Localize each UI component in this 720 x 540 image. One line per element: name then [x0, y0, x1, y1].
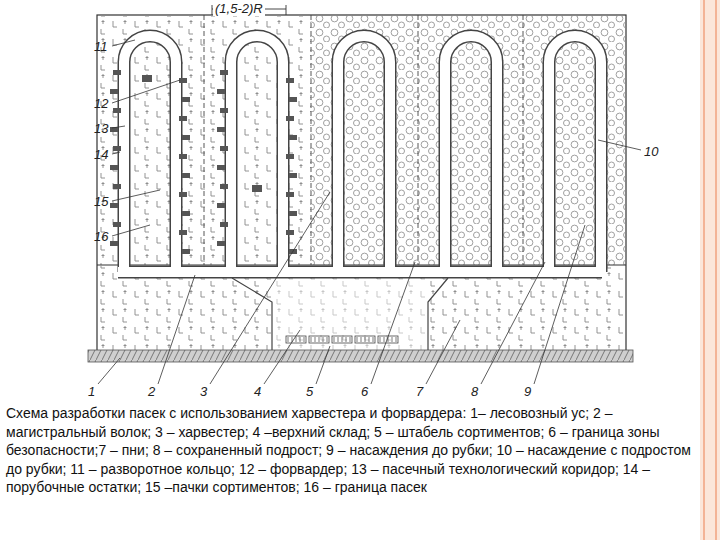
dimension-label: (1,5-2)R: [213, 2, 265, 16]
stack-log: [315, 337, 316, 342]
callout-number: 12: [94, 97, 108, 111]
assortment-bundle: [113, 70, 121, 75]
assortment-bundle: [217, 203, 225, 208]
stack-outline: [355, 336, 375, 343]
assortment-bundle: [179, 78, 187, 83]
callout-number: 9: [524, 385, 531, 399]
assortment-bundle: [217, 127, 225, 132]
stack-log: [338, 337, 339, 342]
assortment-bundle: [286, 116, 294, 121]
assortment-bundle: [110, 165, 118, 170]
assortment-bundle: [182, 173, 190, 178]
stack-log: [384, 337, 385, 342]
stack-log: [396, 337, 397, 342]
assortment-bundle: [289, 173, 297, 178]
assortment-bundle: [286, 154, 294, 159]
callout-number: 11: [94, 40, 108, 54]
stack-log: [311, 337, 312, 342]
assortment-bundle: [182, 97, 190, 102]
stack-log: [373, 337, 374, 342]
stack-log: [288, 337, 289, 342]
stack-log: [350, 337, 351, 342]
assortment-bundle: [217, 241, 225, 246]
forwarder: [142, 75, 152, 82]
assortment-bundle: [110, 241, 118, 246]
assortment-bundle: [179, 116, 187, 121]
assortment-bundle: [179, 230, 187, 235]
stack-log: [327, 337, 328, 342]
stack-log: [346, 337, 347, 342]
stack-log: [361, 337, 362, 342]
skid-trail: [445, 36, 497, 272]
callout-number: 4: [254, 385, 261, 399]
assortment-bundle: [110, 89, 118, 94]
callout-number: 10: [644, 145, 658, 159]
assortment-bundle: [113, 222, 121, 227]
harvester: [252, 185, 262, 192]
stack-log: [369, 337, 370, 342]
assortment-bundle: [289, 97, 297, 102]
stack-log: [304, 337, 305, 342]
callout-number: 16: [94, 230, 108, 244]
assortment-bundle: [220, 70, 228, 75]
callout-number: 6: [361, 385, 368, 399]
stack-outline: [309, 336, 329, 343]
skid-trail: [231, 36, 283, 272]
assortment-bundle: [113, 108, 121, 113]
callout-number: 7: [416, 385, 423, 399]
stack-log: [357, 337, 358, 342]
callout-number: 1: [88, 385, 95, 399]
callout-number: 13: [94, 122, 108, 136]
skid-trail-outline: [124, 36, 176, 272]
assortment-bundle: [110, 203, 118, 208]
callout-number: 14: [94, 148, 108, 162]
skid-trail-outline: [445, 36, 497, 272]
assortment-bundle: [289, 211, 297, 216]
stack-log: [319, 337, 320, 342]
skid-trail-outline: [549, 36, 601, 272]
stack-log: [342, 337, 343, 342]
callout-number: 8: [471, 385, 478, 399]
caption: Схема разработки пасек с использованием …: [2, 401, 700, 500]
callout-number: 3: [200, 385, 207, 399]
stack-log: [365, 337, 366, 342]
stack-log: [300, 337, 301, 342]
stack-log: [380, 337, 381, 342]
skid-trail-outline: [118, 266, 602, 279]
assortment-bundle: [182, 135, 190, 140]
callout-number: 15: [94, 195, 108, 209]
callout-number: 2: [148, 385, 155, 399]
assortment-bundle: [179, 192, 187, 197]
skid-trail: [118, 267, 602, 277]
skid-trail-outline: [338, 36, 390, 272]
stack-log: [392, 337, 393, 342]
skid-trail-outline: [231, 36, 283, 272]
stack-outline: [332, 336, 352, 343]
skid-trail: [549, 36, 601, 272]
assortment-bundle: [289, 135, 297, 140]
assortment-bundle: [220, 146, 228, 151]
assortment-bundle: [286, 78, 294, 83]
skid-trail: [124, 36, 176, 272]
assortment-bundle: [113, 146, 121, 151]
stack-log: [334, 337, 335, 342]
skid-trail: [338, 36, 390, 272]
assortment-bundle: [182, 211, 190, 216]
assortment-bundle: [217, 89, 225, 94]
assortment-bundle: [179, 154, 187, 159]
callout-number: 5: [306, 385, 313, 399]
assortment-bundle: [286, 230, 294, 235]
assortment-bundle: [217, 165, 225, 170]
stack-log: [296, 337, 297, 342]
stack-outline: [286, 336, 306, 343]
assortment-bundle: [286, 192, 294, 197]
assortment-bundle: [182, 249, 190, 254]
assortment-bundle: [113, 184, 121, 189]
assortment-bundle: [220, 222, 228, 227]
assortment-bundle: [220, 184, 228, 189]
assortment-bundle: [220, 108, 228, 113]
stack-log: [323, 337, 324, 342]
